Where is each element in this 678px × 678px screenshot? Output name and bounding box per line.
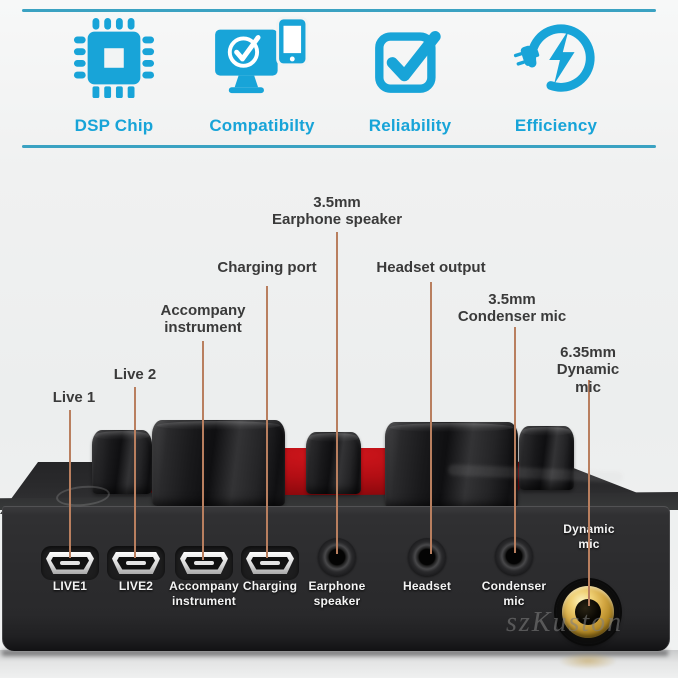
callout-line-accompany bbox=[202, 341, 204, 560]
feature-label-dsp-chip: DSP Chip bbox=[74, 116, 154, 135]
port-live1-micro-usb bbox=[46, 552, 94, 574]
jack-headset bbox=[408, 538, 446, 576]
feature-label-efficiency: Efficiency bbox=[514, 116, 598, 135]
knob-1 bbox=[92, 430, 152, 494]
port-charging-micro-usb bbox=[246, 552, 294, 574]
callout-label-charging-port: Charging port bbox=[217, 259, 317, 276]
checkbox-icon bbox=[375, 31, 441, 93]
port-label-earphone: Earphone speaker bbox=[308, 579, 366, 608]
callout-label-earphone-speaker: 3.5mm Earphone speaker bbox=[271, 194, 403, 229]
watermark: szKuston bbox=[506, 607, 624, 638]
feature-reliability: Reliability bbox=[325, 16, 495, 138]
callout-label-headset-output: Headset output bbox=[376, 259, 486, 276]
knob-2 bbox=[152, 420, 285, 506]
knob-3 bbox=[306, 432, 361, 494]
callout-line-dynamic-mic bbox=[588, 380, 590, 606]
plug-lightning-icon bbox=[513, 24, 595, 92]
knob-4 bbox=[385, 422, 518, 508]
device-shadow bbox=[2, 650, 668, 656]
callout-label-accompany: Accompany instrument bbox=[160, 302, 246, 337]
port-label-live2: LIVE2 bbox=[118, 579, 154, 593]
chip-icon bbox=[73, 17, 155, 99]
feature-dsp-chip: DSP Chip bbox=[29, 16, 199, 138]
bottom-divider-line bbox=[22, 145, 656, 148]
callout-line-headset-output bbox=[430, 282, 432, 554]
callout-line-charging-port bbox=[266, 286, 268, 558]
feature-efficiency: Efficiency bbox=[471, 16, 641, 138]
callout-label-live2: Live 2 bbox=[113, 366, 157, 383]
feature-label-compatibility: Compatibilty bbox=[209, 116, 315, 135]
knob-5 bbox=[519, 426, 574, 490]
port-label-accompany: Accompany instrument bbox=[169, 579, 239, 608]
port-live2-micro-usb bbox=[112, 552, 160, 574]
top-divider-line bbox=[22, 9, 656, 12]
port-label-live1: LIVE1 bbox=[52, 579, 88, 593]
callout-label-dynamic-mic: 6.35mm Dynamic mic bbox=[556, 344, 620, 396]
callout-label-live1: Live 1 bbox=[52, 389, 96, 406]
port-label-headset: Headset bbox=[402, 579, 452, 593]
port-label-condenser: Condenser mic bbox=[481, 579, 547, 608]
callout-line-earphone-speaker bbox=[336, 232, 338, 554]
callout-label-condenser-mic: 3.5mm Condenser mic bbox=[457, 291, 567, 326]
feature-compatibility: Compatibilty bbox=[177, 16, 347, 138]
callout-line-condenser-mic bbox=[514, 327, 516, 553]
monitor-check-phone-icon bbox=[215, 16, 309, 94]
callout-line-live2 bbox=[134, 387, 136, 558]
feature-label-reliability: Reliability bbox=[368, 116, 452, 135]
callout-line-live1 bbox=[69, 410, 71, 558]
port-label-charging: Charging bbox=[242, 579, 298, 593]
gold-jack-reflection bbox=[560, 653, 616, 669]
port-accompany-micro-usb bbox=[180, 552, 228, 574]
